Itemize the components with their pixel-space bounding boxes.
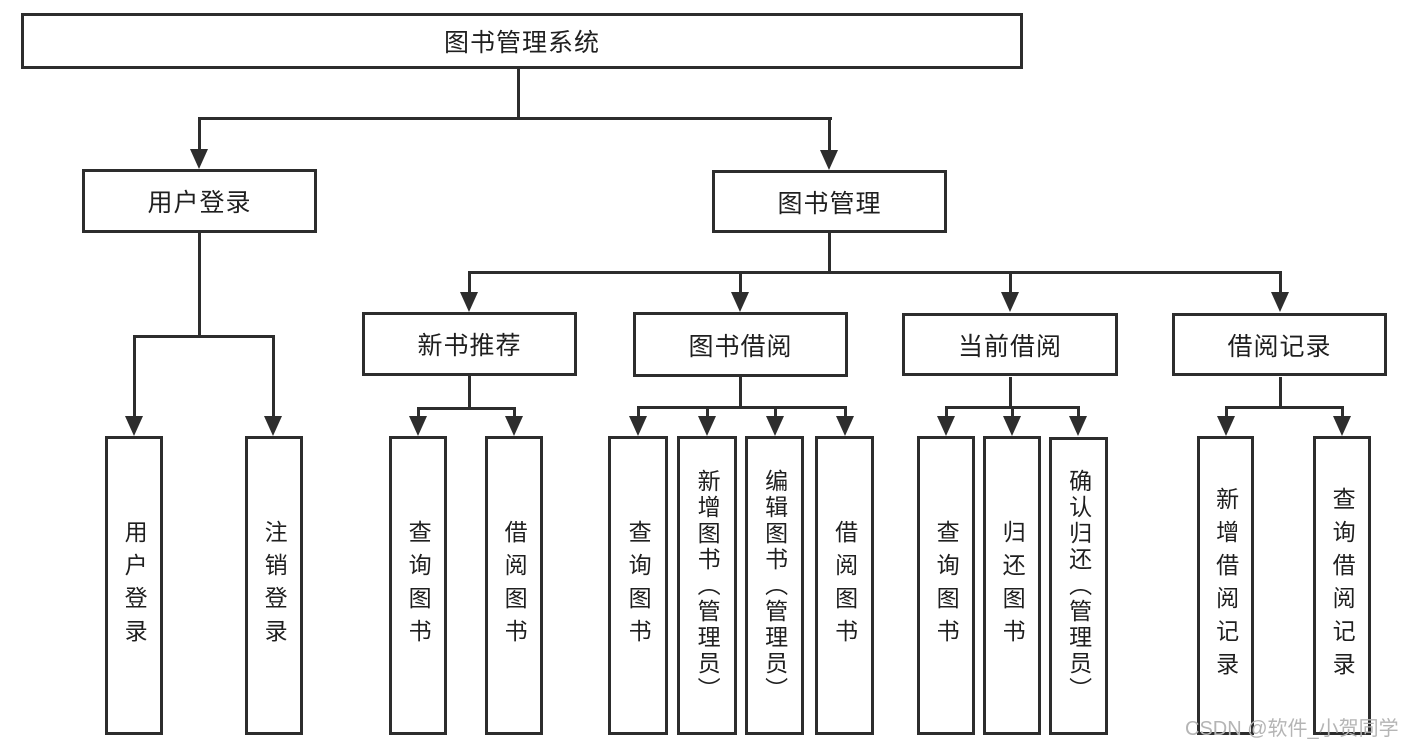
connector-borrow-child4 xyxy=(844,406,847,418)
connector-borrow-child1 xyxy=(637,406,640,418)
leaf-edit-books-admin: 编辑图书（管理员） xyxy=(745,436,804,735)
connector-records-rail xyxy=(1225,406,1344,409)
arrow-down-icon xyxy=(190,149,208,169)
leaf-borrow-books-1: 借阅图书 xyxy=(485,436,543,735)
connector-to-current xyxy=(1009,271,1012,294)
connector-borrow-child3 xyxy=(774,406,777,418)
leaf-borrow-books-2: 借阅图书 xyxy=(815,436,874,735)
arrow-down-icon xyxy=(1333,416,1351,436)
leaf-query-borrow-record: 查询借阅记录 xyxy=(1313,436,1371,735)
connector-borrow-stem xyxy=(739,377,742,406)
leaf-label: 用户登录 xyxy=(121,519,148,652)
node-book-borrow: 图书借阅 xyxy=(633,312,848,377)
connector-root-to-bookmgmt xyxy=(828,117,831,153)
leaf-logout: 注销登录 xyxy=(245,436,303,735)
leaf-label: 查询图书 xyxy=(933,519,960,652)
node-label: 图书管理 xyxy=(777,189,882,218)
node-label: 当前借阅 xyxy=(957,332,1062,361)
leaf-query-books-3: 查询图书 xyxy=(917,436,975,735)
node-user-login: 用户登录 xyxy=(82,169,317,233)
connector-records-stem xyxy=(1279,377,1282,406)
arrow-down-icon xyxy=(1001,292,1019,312)
arrow-down-icon xyxy=(460,292,478,312)
arrow-down-icon xyxy=(629,416,647,436)
node-current-borrow: 当前借阅 xyxy=(902,313,1118,376)
leaf-confirm-return-admin: 确认归还（管理员） xyxy=(1049,437,1108,735)
node-book-management: 图书管理 xyxy=(712,170,947,233)
arrow-down-icon xyxy=(1069,416,1087,436)
leaf-add-borrow-record: 新增借阅记录 xyxy=(1197,436,1254,735)
connector-root-to-login xyxy=(198,117,201,153)
arrow-down-icon xyxy=(505,416,523,436)
arrow-down-icon xyxy=(820,150,838,170)
leaf-label: 查询借阅记录 xyxy=(1329,486,1356,685)
leaf-query-books-2: 查询图书 xyxy=(608,436,668,735)
connector-records-child2 xyxy=(1341,406,1344,418)
connector-root-rail xyxy=(198,117,832,120)
leaf-return-books: 归还图书 xyxy=(983,436,1041,735)
connector-to-records xyxy=(1279,271,1282,294)
arrow-down-icon xyxy=(698,416,716,436)
leaf-label: 查询图书 xyxy=(625,519,652,652)
leaf-label: 新增借阅记录 xyxy=(1212,486,1239,685)
arrow-down-icon xyxy=(125,416,143,436)
connector-current-child1 xyxy=(945,406,948,418)
connector-borrow-rail xyxy=(637,406,847,409)
node-label: 借阅记录 xyxy=(1227,332,1332,361)
connector-records-child1 xyxy=(1225,406,1228,418)
arrow-down-icon xyxy=(1217,416,1235,436)
leaf-label: 归还图书 xyxy=(999,519,1026,652)
connector-newbook-child1 xyxy=(417,407,420,418)
node-label: 图书管理系统 xyxy=(443,29,600,57)
connector-root-stem xyxy=(517,69,520,117)
arrow-down-icon xyxy=(409,416,427,436)
connector-newbook-rail xyxy=(417,407,516,410)
connector-login-child1 xyxy=(133,335,136,416)
node-label: 新书推荐 xyxy=(417,332,522,360)
connector-to-new-books xyxy=(468,271,471,294)
connector-newbook-stem xyxy=(468,376,471,407)
arrow-down-icon xyxy=(766,416,784,436)
leaf-label: 借阅图书 xyxy=(501,519,528,652)
leaf-label: 新增图书（管理员） xyxy=(694,468,721,703)
arrow-down-icon xyxy=(836,416,854,436)
connector-current-child2 xyxy=(1011,406,1014,418)
connector-current-child3 xyxy=(1077,406,1080,418)
connector-to-borrow xyxy=(739,271,742,294)
watermark: CSDN @软件_小贺同学 xyxy=(1185,718,1399,740)
node-label: 用户登录 xyxy=(147,189,252,217)
connector-newbook-child2 xyxy=(513,407,516,418)
arrow-down-icon xyxy=(264,416,282,436)
connector-login-child2 xyxy=(272,335,275,416)
leaf-user-login: 用户登录 xyxy=(105,436,163,735)
leaf-add-books-admin: 新增图书（管理员） xyxy=(677,436,737,735)
leaf-label: 查询图书 xyxy=(405,519,432,652)
node-new-book-recommend: 新书推荐 xyxy=(362,312,577,376)
node-borrow-records: 借阅记录 xyxy=(1172,313,1387,376)
leaf-label: 编辑图书（管理员） xyxy=(761,468,788,703)
arrow-down-icon xyxy=(1003,416,1021,436)
connector-login-rail xyxy=(133,335,275,338)
arrow-down-icon xyxy=(1271,292,1289,312)
leaf-label: 确认归还（管理员） xyxy=(1065,469,1092,703)
connector-login-stem xyxy=(198,233,201,335)
leaf-label: 注销登录 xyxy=(261,519,288,652)
connector-bookmgmt-rail xyxy=(468,271,1282,274)
connector-bookmgmt-stem xyxy=(828,233,831,271)
arrow-down-icon xyxy=(731,292,749,312)
leaf-label: 借阅图书 xyxy=(831,519,858,652)
node-library-system: 图书管理系统 xyxy=(21,13,1023,69)
connector-borrow-child2 xyxy=(706,406,709,418)
connector-current-stem xyxy=(1009,377,1012,406)
arrow-down-icon xyxy=(937,416,955,436)
leaf-query-books-1: 查询图书 xyxy=(389,436,447,735)
node-label: 图书借阅 xyxy=(688,332,793,361)
